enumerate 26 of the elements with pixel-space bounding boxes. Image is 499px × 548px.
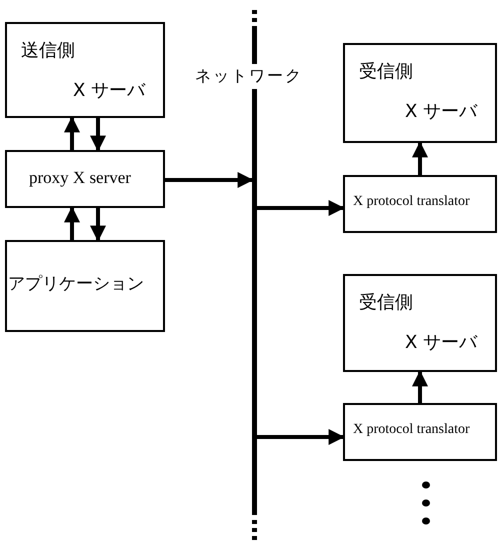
- box-heading: 受信側: [359, 291, 413, 314]
- arrow: [90, 118, 106, 152]
- arrow: [257, 200, 345, 216]
- translator-box: [343, 175, 497, 233]
- arrow: [412, 141, 428, 175]
- server-box: [343, 274, 497, 372]
- box-label: X サーバ: [404, 100, 477, 123]
- box-label: X protocol translator: [353, 194, 470, 210]
- box-label: X protocol translator: [353, 422, 470, 438]
- arrow: [64, 206, 80, 240]
- box-heading: 送信側: [21, 39, 75, 62]
- translator-box: [343, 403, 497, 461]
- process-box: [5, 150, 165, 208]
- box-label: X サーバ: [72, 79, 145, 102]
- box-label: X サーバ: [404, 331, 477, 354]
- arrow: [90, 208, 106, 242]
- box-label: proxy X server: [29, 168, 131, 188]
- arrow: [412, 370, 428, 403]
- arrow: [257, 429, 345, 445]
- server-box: [343, 43, 497, 143]
- arrow: [64, 116, 80, 150]
- box-label: アプリケーション: [8, 273, 144, 295]
- application-box: [5, 240, 165, 332]
- arrow: [165, 172, 254, 188]
- box-heading: 受信側: [359, 60, 413, 83]
- server-box: [5, 22, 165, 118]
